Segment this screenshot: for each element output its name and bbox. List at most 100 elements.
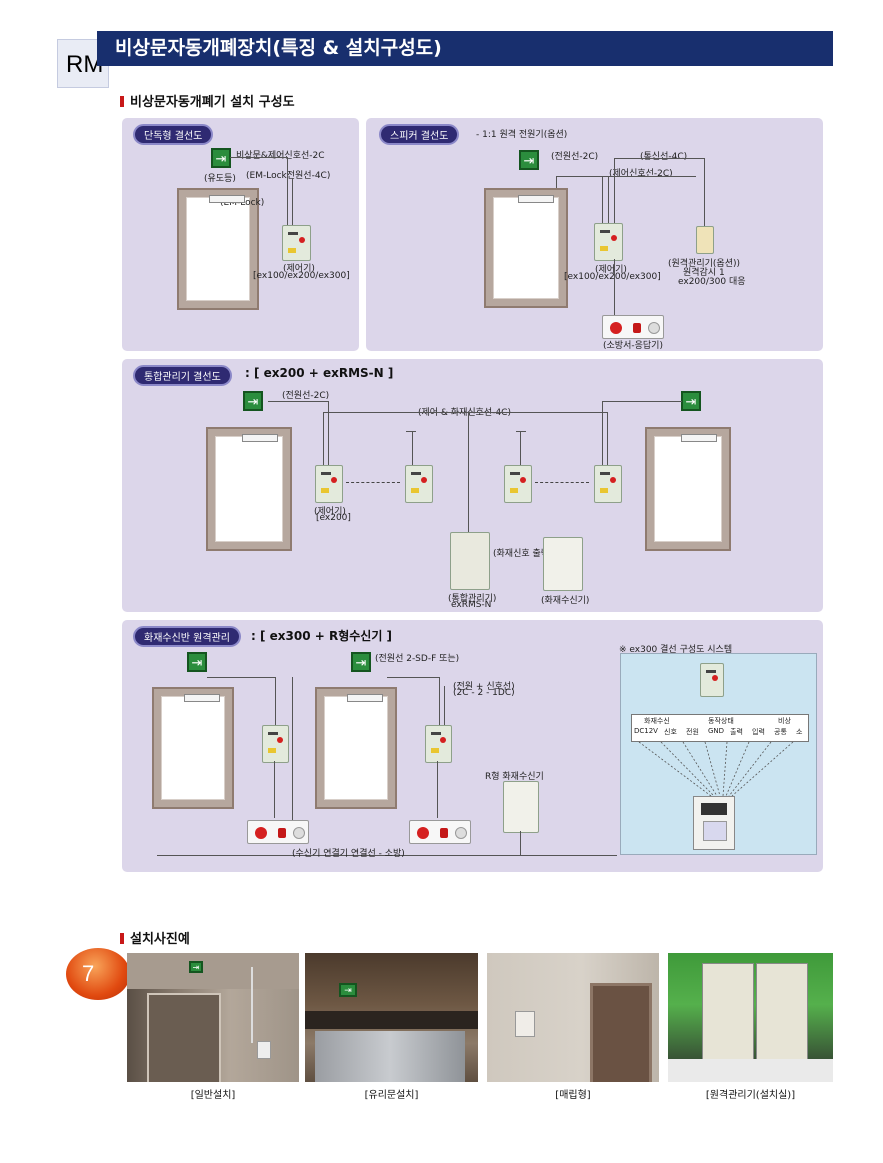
controller-icon — [594, 465, 622, 503]
panel-speaker: 스피커 결선도 - 1:1 원격 전원기(옵션) ⇥ (전원선-2C) (통신선… — [366, 118, 823, 351]
section-heading-text: 설치사진예 — [130, 932, 190, 947]
label-remote: ex200/300 대응 — [678, 277, 746, 287]
label-remote: 원격감시 1 — [683, 268, 725, 278]
photo-remote-manager — [668, 953, 833, 1082]
label-remote: (원격관리기(옵션)) — [668, 259, 741, 269]
label-wire: (제어신호선-2C) — [609, 169, 673, 179]
label-call: (소방서-응답기) — [603, 341, 663, 351]
label-wire: (제어 & 화재신호선-4C) — [418, 408, 511, 418]
controller-icon — [504, 465, 532, 503]
label-wire: (전원 + 신호선) — [453, 682, 515, 692]
controller-icon — [594, 223, 623, 261]
controller-icon — [700, 663, 724, 697]
photo-caption: [유리문설치] — [364, 1090, 419, 1101]
exit-sign-icon: ⇥ — [681, 391, 701, 411]
terminal-label: GND — [708, 727, 725, 735]
terminal-label: 입력 — [752, 728, 765, 736]
label-wire: (통신선-4C) — [640, 152, 688, 162]
controller-icon — [262, 725, 289, 763]
label-bus: (수신기 연결기 연결선 - 소방) — [292, 849, 405, 859]
controller-icon — [315, 465, 343, 503]
panel-pill: 화재수신반 원격관리 — [133, 626, 241, 647]
door-icon — [152, 687, 234, 809]
panel-pill: 스피커 결선도 — [379, 124, 460, 145]
controller-icon — [425, 725, 452, 763]
panel-pill: 통합관리기 결선도 — [133, 365, 232, 386]
label-exit: (유도등) — [204, 174, 236, 184]
photo-glass-door-install: ⇥ — [305, 953, 478, 1082]
bullet-mark — [120, 933, 124, 944]
photo-caption: [매립형] — [555, 1090, 591, 1101]
terminal-group-label: 비상 — [778, 717, 791, 725]
label-receiver: R형 화재수신기 — [485, 772, 544, 782]
door-icon — [206, 427, 292, 551]
door-icon — [177, 188, 259, 310]
exit-sign-icon: ⇥ — [351, 652, 371, 672]
label-wire: (전원선-2C) — [282, 391, 330, 401]
panel-standalone: 단독형 결선도 ⇥ (유도등) 비상문&제어신호선-2C (EM-Lock전원선… — [122, 118, 359, 351]
photo-caption: [원격관리기(설치실)] — [705, 1090, 796, 1101]
inset-system-diagram: 화재수신 동작상태 비상 DC12V 신호 전원 GND 출력 입력 공통 소 — [620, 653, 817, 855]
panel-fire-remote: 화재수신반 원격관리 : [ ex300 + R형수신기 ] ⇥ ⇥ (전원선 … — [122, 620, 823, 872]
label-model: [ex100/ex200/ex300] — [253, 271, 350, 281]
label-controller: (제어기) — [595, 265, 627, 275]
label-controller: (제어기) — [314, 507, 346, 517]
terminal-group-label: 화재수신 — [644, 717, 670, 725]
terminal-label: 신호 — [664, 728, 677, 736]
bullet-mark — [120, 96, 124, 107]
label-wire: (2C - 2 - 1DC) — [453, 688, 515, 698]
label-wire: (EM-Lock전원선-4C) — [246, 171, 331, 181]
call-button-box — [247, 820, 309, 844]
controller-icon — [282, 225, 311, 261]
exit-sign-icon: ⇥ — [519, 150, 539, 170]
exit-sign-icon: ⇥ — [339, 983, 357, 997]
exit-sign-icon: ⇥ — [187, 652, 207, 672]
section-heading-text: 비상문자동개폐기 설치 구성도 — [130, 95, 295, 110]
photo-recessed-install — [487, 953, 659, 1082]
section-heading-diagram: 비상문자동개폐기 설치 구성도 — [120, 91, 295, 110]
terminal-label: 공통 — [774, 728, 787, 736]
integrated-manager-icon — [450, 532, 490, 590]
terminal-label: 전원 — [686, 728, 699, 736]
wiring-fan-lines — [638, 741, 794, 797]
panel-formula: : [ ex300 + R형수신기 ] — [251, 629, 393, 643]
page-number-badge: 7 — [66, 948, 130, 1000]
label-rms-model: exRMS-N — [451, 600, 492, 610]
exit-sign-icon: ⇥ — [189, 961, 203, 973]
door-icon — [484, 188, 568, 308]
terminal-label: 출력 — [730, 728, 743, 736]
label-rms: (통합관리기) — [448, 594, 497, 604]
fire-receiver-icon — [543, 537, 583, 591]
call-button-box — [602, 315, 664, 339]
exit-sign-icon: ⇥ — [211, 148, 231, 168]
call-button-box — [409, 820, 471, 844]
receiver-panel-icon — [693, 796, 735, 850]
inset-title: ※ ex300 결선 구성도 시스템 — [619, 645, 733, 655]
label-wire: (전원선 2-SD-F 또는) — [375, 654, 460, 664]
controller-icon — [405, 465, 433, 503]
label-conn: (화재신호 출력 접점) — [493, 549, 572, 559]
page-title: 비상문자동개폐장치(특징 & 설치구성도) — [97, 31, 833, 66]
panel-pill: 단독형 결선도 — [133, 124, 214, 145]
terminal-label: 소 — [796, 728, 803, 736]
terminal-group-label: 동작상태 — [708, 717, 734, 725]
terminal-strip: 화재수신 동작상태 비상 DC12V 신호 전원 GND 출력 입력 공통 소 — [631, 714, 809, 742]
exit-sign-icon: ⇥ — [243, 391, 263, 411]
panel-formula: : [ ex200 + exRMS-N ] — [245, 366, 394, 380]
label-wire: 비상문&제어신호선-2C — [236, 151, 325, 161]
door-icon — [315, 687, 397, 809]
label-model: [ex200] — [316, 513, 351, 523]
label-emlock: (EM-Lock) — [220, 198, 265, 208]
door-icon — [645, 427, 731, 551]
photo-general-install: ⇥ — [127, 953, 299, 1082]
photo-caption: [일반설치] — [190, 1090, 236, 1101]
terminal-label: DC12V — [634, 727, 658, 735]
label-fire: (화재수신기) — [541, 596, 590, 606]
label-model: [ex100/ex200/ex300] — [564, 272, 661, 282]
r-receiver-icon — [503, 781, 539, 833]
section-heading-photos: 설치사진예 — [120, 928, 190, 947]
panel-integrated: 통합관리기 결선도 : [ ex200 + exRMS-N ] ⇥ ⇥ (전원선… — [122, 359, 823, 612]
panel-note: - 1:1 원격 전원기(옵션) — [476, 130, 568, 140]
remote-unit-icon — [696, 226, 714, 254]
label-controller: (제어기) — [283, 264, 315, 274]
